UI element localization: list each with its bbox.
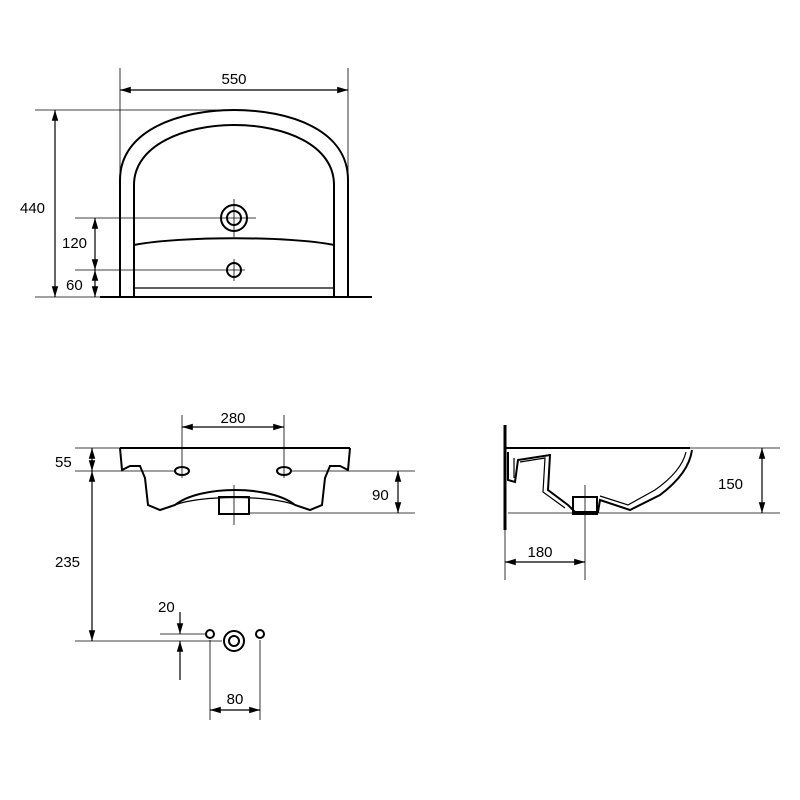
depth-label: 440: [20, 200, 45, 217]
tap-height-label: 120: [62, 235, 87, 252]
basin-depth-label: 90: [372, 487, 389, 504]
width-label: 550: [221, 71, 246, 88]
fixing-hole-left-icon: [205, 629, 215, 639]
trap-offset-label: 20: [158, 599, 175, 616]
mount-height-label: 55: [55, 454, 72, 471]
height-label: 150: [718, 476, 743, 493]
side-view: 150 180: [503, 425, 780, 580]
trap-spacing-label: 80: [227, 691, 244, 708]
front-view: 280 55 235 90: [55, 410, 415, 641]
fixing-hole-right-icon: [255, 629, 265, 639]
overflow-height-label: 60: [66, 277, 83, 294]
drain-offset-label: 235: [55, 554, 80, 571]
top-view: 550 440 120 60: [20, 68, 372, 298]
drain-detail: 20 80: [75, 599, 265, 720]
mount-spacing-label: 280: [220, 410, 245, 427]
drain-distance-label: 180: [527, 544, 552, 561]
drain-hole-icon: [223, 630, 245, 652]
